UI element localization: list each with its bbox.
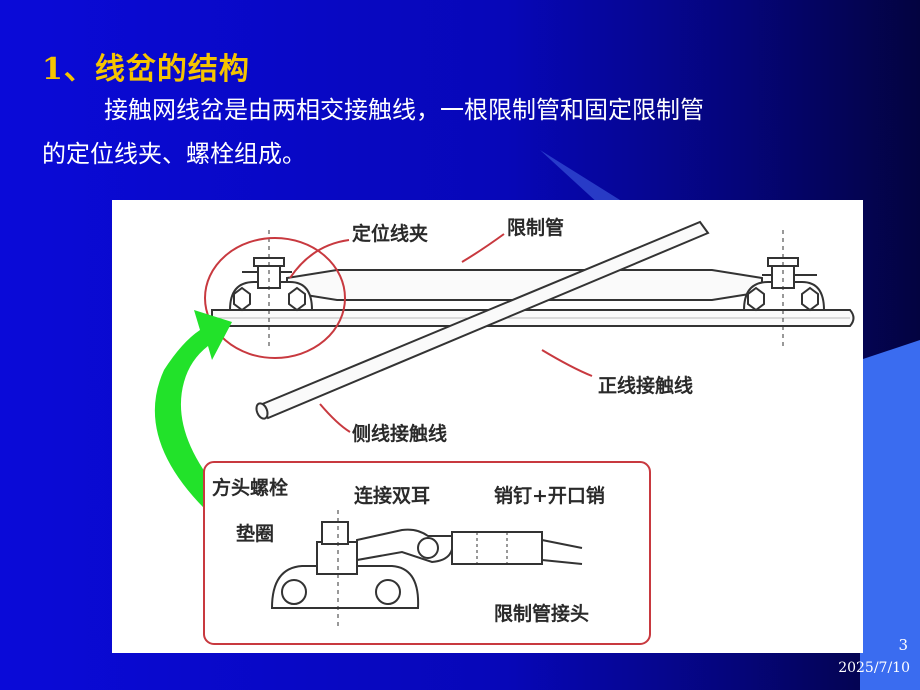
figure-drawing: 定位线夹 限制管 正线接触线 侧线接触线	[154, 216, 855, 645]
label-positioning-clamp: 定位线夹	[352, 222, 428, 245]
turnout-structure-figure: 定位线夹 限制管 正线接触线 侧线接触线	[112, 200, 863, 653]
label-side-contact-wire: 侧线接触线	[352, 422, 447, 445]
label-connecting-lugs: 连接双耳	[354, 484, 430, 507]
label-limit-tube: 限制管	[507, 216, 564, 239]
label-main-contact-wire: 正线接触线	[598, 374, 693, 397]
right-clamp-drawing	[742, 230, 826, 350]
left-clamp-drawing	[228, 230, 314, 350]
clamp-highlight-circle	[204, 237, 346, 359]
label-square-bolt: 方头螺栓	[212, 476, 288, 499]
main-contact-wire-drawing	[211, 309, 855, 327]
detail-inset-drawing	[270, 510, 583, 630]
paragraph-line-1: 接触网线岔是由两相交接触线，一根限制管和固定限制管	[104, 96, 704, 124]
side-contact-wire-drawing	[255, 220, 710, 420]
green-curved-arrow	[154, 310, 232, 516]
label-limit-tube-joint: 限制管接头	[494, 602, 589, 625]
paragraph-line-2: 的定位线夹、螺栓组成。	[42, 140, 306, 168]
label-washer: 垫圈	[236, 523, 274, 545]
slide-heading: 1、线岔的结构	[42, 52, 250, 87]
decor-ray	[540, 150, 620, 205]
slide-date: 2025/7/10	[838, 660, 910, 676]
label-pin: 销钉+开口销	[494, 484, 605, 507]
page-number: 3	[898, 636, 908, 654]
decor-light-wedge	[860, 340, 920, 690]
